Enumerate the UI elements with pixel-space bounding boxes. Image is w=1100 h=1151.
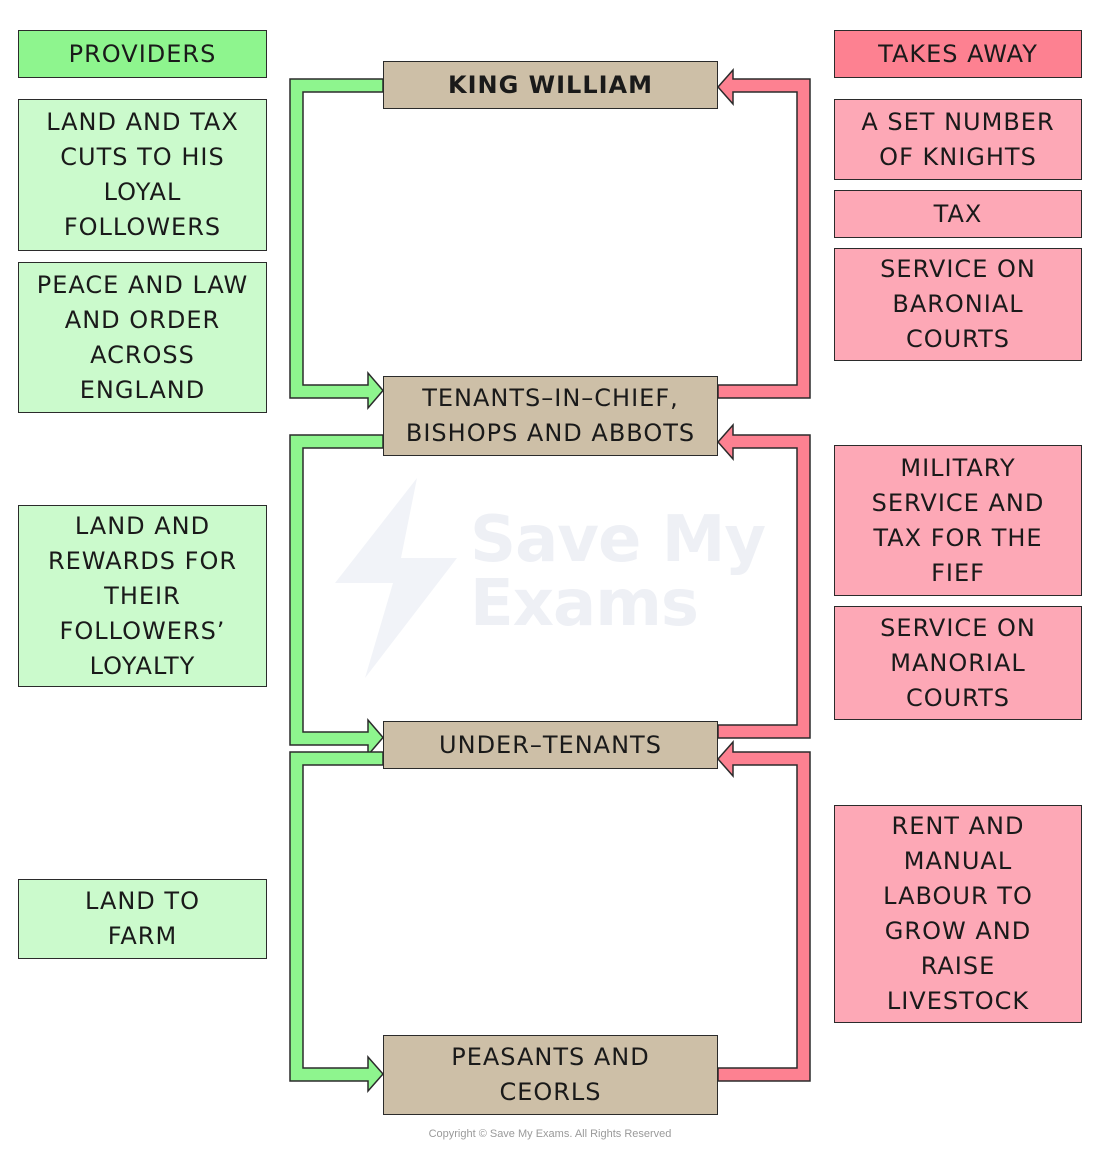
- provider-box-land-rewards: LAND AND REWARDS FOR THEIR FOLLOWERS’ LO…: [18, 505, 267, 687]
- provider-text: LAND TO FARM: [85, 887, 200, 950]
- providers-header: PROVIDERS: [18, 30, 267, 78]
- takes-text: SERVICE ON MANORIAL COURTS: [880, 613, 1036, 712]
- provider-text: LAND AND TAX CUTS TO HIS LOYAL FOLLOWERS: [46, 108, 239, 241]
- red-arrow-3: [716, 740, 811, 1082]
- provider-text: PEACE AND LAW AND ORDER ACROSS ENGLAND: [36, 270, 249, 404]
- tenants-in-chief-box: TENANTS–IN–CHIEF, BISHOPS AND ABBOTS: [383, 376, 718, 456]
- king-william-box: KING WILLIAM: [383, 61, 718, 109]
- takes-box-rent-labour: RENT AND MANUAL LABOUR TO GROW AND RAISE…: [834, 805, 1082, 1023]
- takes-box-baronial-courts: SERVICE ON BARONIAL COURTS: [834, 248, 1082, 361]
- provider-box-land-tax-cuts: LAND AND TAX CUTS TO HIS LOYAL FOLLOWERS: [18, 99, 267, 251]
- takes-text: TAX: [933, 199, 983, 228]
- red-arrows: [716, 68, 811, 1082]
- takes-away-header-label: TAKES AWAY: [878, 39, 1038, 68]
- peasants-box: PEASANTS AND CEORLS: [383, 1035, 718, 1115]
- watermark: Save My Exams: [470, 503, 766, 641]
- takes-text: SERVICE ON BARONIAL COURTS: [880, 255, 1036, 353]
- takes-box-knights: A SET NUMBER OF KNIGHTS: [834, 99, 1082, 180]
- watermark-line-2: Exams: [470, 567, 699, 641]
- provider-box-land-to-farm: LAND TO FARM: [18, 879, 267, 959]
- takes-text: A SET NUMBER OF KNIGHTS: [861, 107, 1055, 171]
- watermark-line-1: Save My: [470, 503, 766, 577]
- copyright-text: Copyright © Save My Exams. All Rights Re…: [428, 1128, 672, 1140]
- hierarchy-label: TENANTS–IN–CHIEF, BISHOPS AND ABBOTS: [405, 384, 696, 447]
- provider-text: LAND AND REWARDS FOR THEIR FOLLOWERS’ LO…: [47, 511, 238, 680]
- takes-box-manorial-courts: SERVICE ON MANORIAL COURTS: [834, 606, 1082, 720]
- watermark-bolt-icon: [335, 478, 457, 678]
- green-arrows: [289, 78, 385, 1093]
- green-arrow-2: [289, 434, 384, 758]
- takes-box-military-service: MILITARY SERVICE AND TAX FOR THE FIEF: [834, 445, 1082, 596]
- takes-text: MILITARY SERVICE AND TAX FOR THE FIEF: [871, 453, 1045, 587]
- providers-header-label: PROVIDERS: [68, 39, 217, 68]
- provider-box-peace-law-order: PEACE AND LAW AND ORDER ACROSS ENGLAND: [18, 262, 267, 413]
- hierarchy-label: PEASANTS AND CEORLS: [451, 1043, 650, 1106]
- takes-box-tax: TAX: [834, 190, 1082, 238]
- hierarchy-label: UNDER–TENANTS: [439, 730, 662, 759]
- takes-away-header: TAKES AWAY: [834, 30, 1082, 78]
- red-arrow-1: [716, 68, 811, 399]
- green-arrow-3: [289, 751, 385, 1093]
- under-tenants-box: UNDER–TENANTS: [383, 721, 718, 769]
- red-arrow-2: [716, 423, 811, 739]
- hierarchy-label: KING WILLIAM: [447, 70, 654, 99]
- green-arrow-1: [289, 78, 384, 411]
- takes-text: RENT AND MANUAL LABOUR TO GROW AND RAISE…: [883, 812, 1033, 1015]
